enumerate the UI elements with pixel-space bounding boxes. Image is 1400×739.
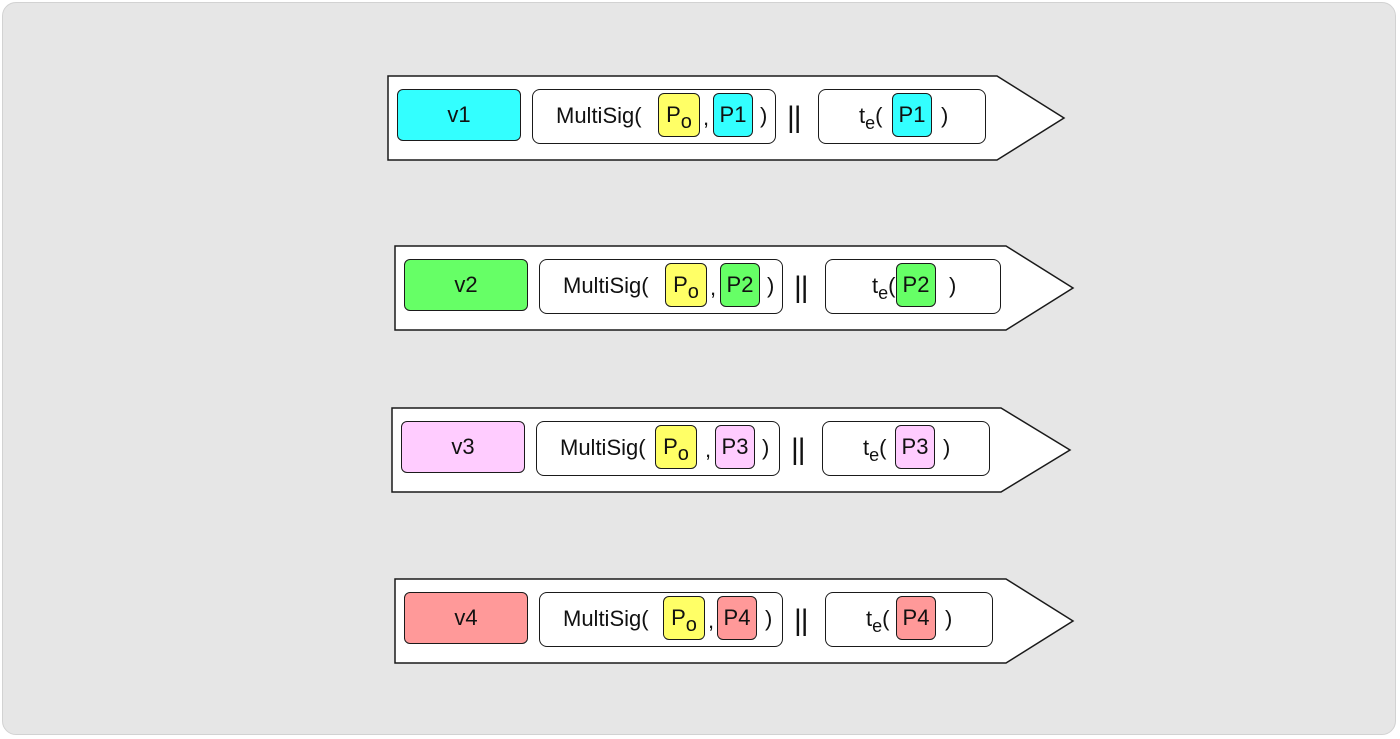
multisig-label: MultiSig( bbox=[560, 435, 646, 460]
timelock-key-chip: P4 bbox=[896, 596, 936, 640]
timelock-key-chip: P1 bbox=[892, 93, 932, 137]
or-separator: || bbox=[787, 101, 802, 134]
timelock-box: te( P1 ) bbox=[818, 89, 986, 144]
party-key-chip: P4 bbox=[717, 596, 757, 640]
close-paren: ) bbox=[949, 273, 957, 298]
value-label: v1 bbox=[447, 102, 471, 127]
or-separator: || bbox=[794, 271, 809, 304]
timelock-key-chip: P3 bbox=[895, 425, 935, 469]
value-label: v3 bbox=[451, 434, 475, 459]
timelock-box: te( P4 ) bbox=[825, 592, 993, 647]
comma: , bbox=[708, 608, 715, 633]
value-box: v2 bbox=[404, 259, 528, 311]
timelock-box: te( P2 ) bbox=[825, 259, 1001, 314]
value-box: v1 bbox=[397, 89, 521, 141]
comma: , bbox=[705, 437, 712, 462]
value-label: v4 bbox=[454, 605, 478, 630]
party-key-chip: P2 bbox=[720, 263, 760, 307]
close-paren: ) bbox=[760, 103, 768, 128]
or-separator: || bbox=[791, 433, 806, 466]
value-box: v3 bbox=[401, 421, 525, 473]
close-paren: ) bbox=[762, 435, 770, 460]
close-paren: ) bbox=[941, 103, 949, 128]
comma: , bbox=[703, 105, 710, 130]
timelock-label: te( bbox=[866, 606, 890, 636]
comma: , bbox=[710, 275, 717, 300]
close-paren: ) bbox=[945, 606, 953, 631]
close-paren: ) bbox=[943, 435, 951, 460]
or-separator: || bbox=[794, 604, 809, 637]
value-label: v2 bbox=[454, 272, 478, 297]
multisig-label: MultiSig( bbox=[556, 103, 642, 128]
party-key-chip: P3 bbox=[715, 425, 755, 469]
timelock-label: te( bbox=[872, 273, 896, 303]
multisig-label: MultiSig( bbox=[563, 273, 649, 298]
multisig-label: MultiSig( bbox=[563, 606, 649, 631]
value-box: v4 bbox=[404, 592, 528, 644]
timelock-label: te( bbox=[863, 435, 887, 465]
close-paren: ) bbox=[765, 606, 773, 631]
party-key-chip: P1 bbox=[713, 93, 753, 137]
timelock-label: te( bbox=[859, 103, 883, 133]
timelock-box: te( P3 ) bbox=[822, 421, 990, 476]
timelock-key-chip: P2 bbox=[896, 263, 936, 307]
close-paren: ) bbox=[767, 273, 775, 298]
